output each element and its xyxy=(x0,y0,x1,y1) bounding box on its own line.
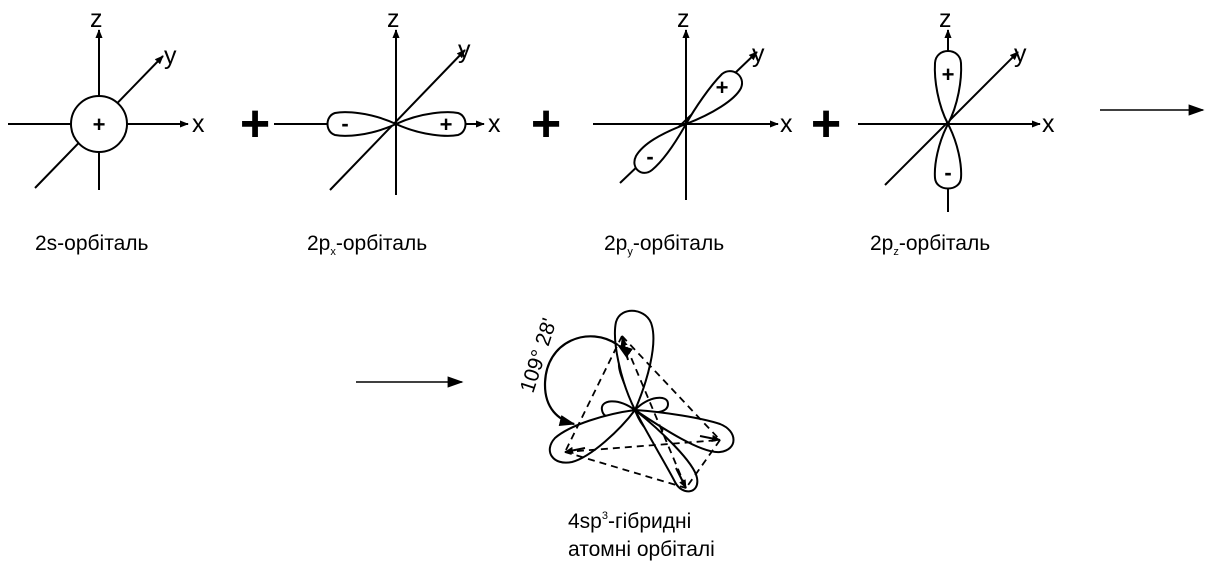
lobe-negative xyxy=(634,124,686,173)
sign-plus: + xyxy=(716,75,729,100)
sign-minus: - xyxy=(341,111,348,136)
axis-label-y: y xyxy=(1014,40,1027,68)
orbital-2pz: + - z y x 2pz-орбіталь xyxy=(858,5,1055,258)
hybrid-label-line2: атомні орбіталі xyxy=(568,538,715,561)
orbital-label: 2pz-орбіталь xyxy=(870,232,990,258)
axis-label-y: y xyxy=(458,36,471,64)
orbital-2s: + z y x 2s-орбіталь xyxy=(8,5,205,255)
axis-label-x: x xyxy=(780,110,793,138)
axis-label-x: x xyxy=(488,110,501,138)
sign-minus: - xyxy=(944,160,951,185)
axis-label-y: y xyxy=(164,42,177,70)
hybrid-lobe-left xyxy=(550,410,635,463)
hybrid-label-line1: 4sp3-гібридні xyxy=(568,510,691,533)
axis-label-x: x xyxy=(192,110,205,138)
plus-operator: + xyxy=(811,95,841,153)
orbital-label: 2s-орбіталь xyxy=(35,232,149,255)
plus-operator: + xyxy=(531,95,561,153)
sign-plus: + xyxy=(440,112,453,137)
axis-label-z: z xyxy=(387,5,400,33)
orbital-2py: + - z y x 2py-орбіталь xyxy=(593,5,793,258)
sign-minus: - xyxy=(646,144,653,169)
axis-label-z: z xyxy=(939,5,952,33)
sp3-hybrid-orbitals: 109° 28' 4sp3-гібридні атомні орбіталі xyxy=(516,311,734,561)
orbital-label: 2px-орбіталь xyxy=(307,232,427,258)
plus-operator: + xyxy=(240,95,270,153)
axis-label-x: x xyxy=(1042,110,1055,138)
axis-label-z: z xyxy=(90,5,103,33)
sign-plus: + xyxy=(942,62,955,87)
orbital-2px: - + z y x 2px-орбіталь xyxy=(274,5,501,258)
lobe-positive xyxy=(686,71,742,124)
axis-label-y: y xyxy=(752,40,765,68)
lobe-positive xyxy=(396,112,466,136)
orbital-label: 2py-орбіталь xyxy=(604,232,724,258)
axis-label-z: z xyxy=(677,5,690,33)
sign-plus: + xyxy=(93,112,106,137)
